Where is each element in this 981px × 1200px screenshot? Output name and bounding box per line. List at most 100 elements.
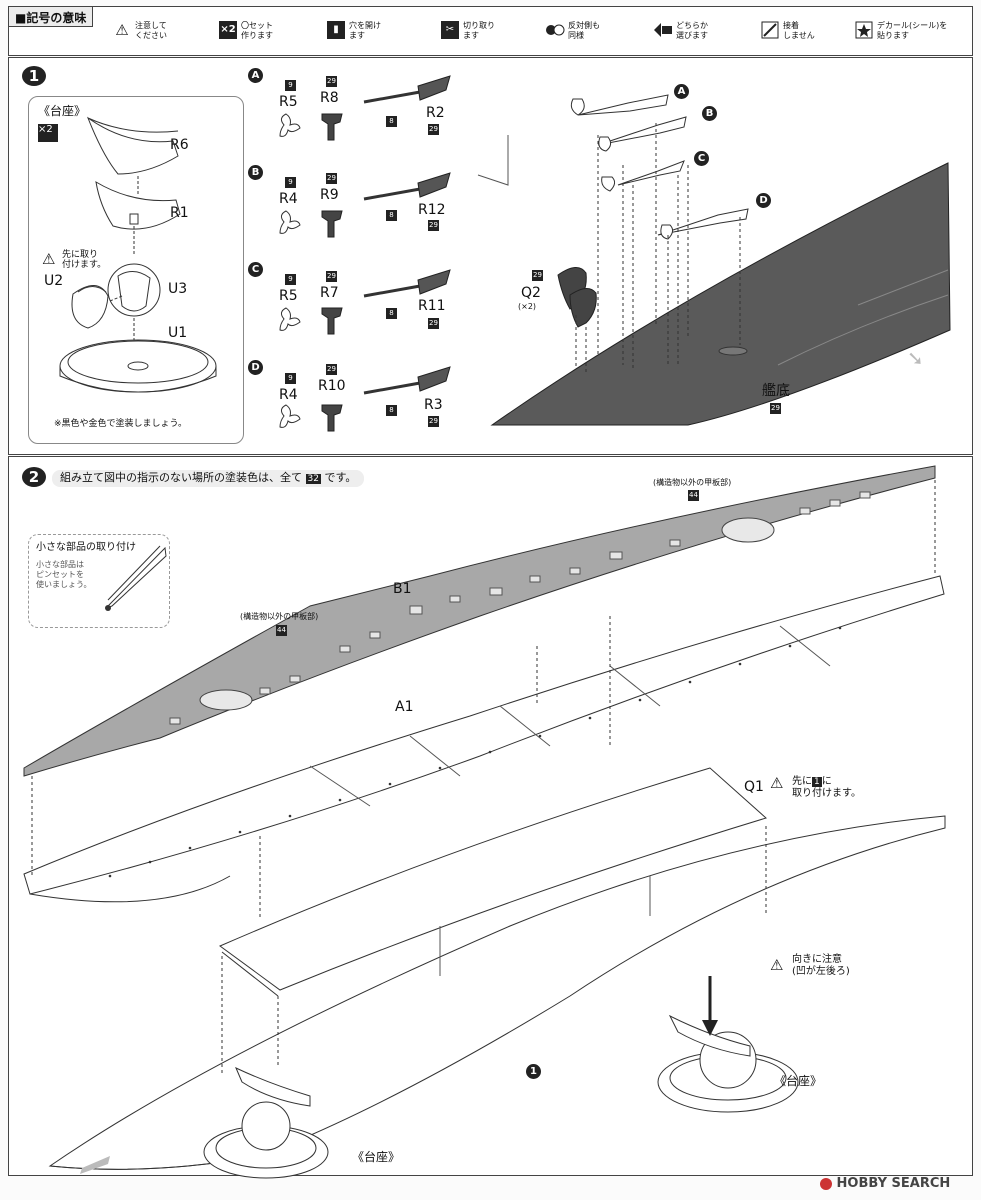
legend-item-warning: ⚠ 注意してください: [113, 21, 167, 41]
part-label-r10: R10: [318, 378, 346, 394]
small-parts-title: 小さな部品の取り付け: [36, 542, 136, 553]
color-chip: 29: [326, 364, 337, 375]
no-glue-icon: [761, 21, 779, 39]
part-label-a1: A1: [395, 699, 414, 715]
cut-icon: ✂: [441, 21, 459, 39]
color-chip: 44: [276, 625, 287, 636]
attach-first-note: 先に取り付けます。: [62, 250, 107, 270]
symbol-legend: ■記号の意味 ⚠ 注意してください ×2 〇セット作ります ▮ 穴を開けます ✂…: [8, 6, 973, 56]
color-chip: 9: [285, 80, 296, 91]
hull-bottom-drawing: [477, 94, 951, 426]
row-letter-a: A: [248, 68, 263, 83]
color-chip: 29: [326, 271, 337, 282]
color-chip: 9: [285, 177, 296, 188]
step-2-instruction: 組み立て図中の指示のない場所の塗装色は、全て 32 です。: [52, 470, 365, 487]
direction-arrow-icon: ➘: [907, 346, 924, 370]
part-label-q1: Q1: [744, 779, 764, 795]
color-chip: 29: [428, 416, 439, 427]
q2-count: (×2): [518, 302, 537, 311]
color-chip: 29: [428, 220, 439, 231]
hull-letter-a: A: [674, 84, 689, 99]
legend-item-no-glue: 接着しません: [761, 21, 815, 41]
x2-icon: ×2: [219, 21, 237, 39]
legend-title: ■記号の意味: [9, 7, 94, 27]
watermark: HOBBY SEARCH: [820, 1176, 950, 1191]
hull-letter-d: D: [756, 193, 771, 208]
reverse-side-icon: [546, 21, 565, 39]
color-chip: 44: [688, 490, 699, 501]
ship-assembly-drawing: [23, 465, 946, 1179]
warning-icon: ⚠: [42, 250, 56, 268]
part-label-r6: R6: [170, 137, 189, 153]
small-parts-tip-box: [28, 534, 170, 628]
color-chip: 29: [326, 76, 337, 87]
color-chip: 29: [532, 270, 543, 281]
legend-item-drill: ▮ 穴を開けます: [327, 21, 381, 41]
hull-letter-b: B: [702, 106, 717, 121]
legend-item-choose: どちらか選びます: [654, 21, 708, 41]
legend-item-decal: デカール(シール)を貼ります: [855, 21, 947, 41]
part-label-b1: B1: [393, 581, 412, 597]
color-chip: 8: [386, 308, 397, 319]
row-letter-b: B: [248, 165, 263, 180]
color-chip: 8: [386, 405, 397, 416]
part-label-r4: R4: [279, 387, 298, 403]
paint-note: ※黒色や金色で塗装しましょう。: [54, 419, 188, 429]
stand-parts-drawing: [59, 116, 217, 393]
small-parts-note: 小さな部品はピンセットを使いましょう。: [36, 560, 92, 589]
stand-label-left: 《台座》: [352, 1150, 401, 1164]
part-label-r12: R12: [418, 202, 446, 218]
part-label-r3: R3: [424, 397, 443, 413]
legend-item-reverse: 反対側も同様: [546, 21, 600, 41]
stand-title: 《台座》: [38, 104, 87, 118]
part-label-r2: R2: [426, 105, 445, 121]
part-label-r1: R1: [170, 205, 189, 221]
part-label-r9: R9: [320, 187, 339, 203]
step-ref-marker: 1: [526, 1064, 541, 1079]
row-letter-d: D: [248, 360, 263, 375]
step-1-number: 1: [22, 66, 46, 86]
part-label-r8: R8: [320, 90, 339, 106]
color-chip: 29: [770, 403, 781, 414]
drill-icon: ▮: [327, 21, 345, 39]
choose-icon: [654, 21, 672, 39]
step-2-number: 2: [22, 467, 46, 487]
color-chip: 29: [428, 318, 439, 329]
part-label-r4: R4: [279, 191, 298, 207]
x2-icon: ×2: [38, 124, 58, 142]
warning-icon: ⚠: [770, 774, 784, 792]
color-chip: 8: [386, 116, 397, 127]
part-label-u3: U3: [168, 281, 188, 297]
decal-icon: [855, 21, 873, 39]
part-label-u1: U1: [168, 325, 188, 341]
color-chip: 29: [326, 173, 337, 184]
color-chip: 8: [386, 210, 397, 221]
tweezers-icon: [105, 545, 167, 611]
part-label-u2: U2: [44, 273, 64, 289]
legend-item-cut: ✂ 切り取ります: [441, 21, 495, 41]
color-chip: 9: [285, 373, 296, 384]
color-chip: 32: [305, 474, 321, 484]
warning-icon: ⚠: [770, 956, 784, 974]
stand-label-right: 《台座》: [774, 1074, 823, 1088]
part-label-r11: R11: [418, 298, 446, 314]
hull-letter-c: C: [694, 151, 709, 166]
direction-note: 向きに注意(凹が左後ろ): [792, 954, 850, 977]
legend-item-x2: ×2 〇セット作ります: [219, 21, 273, 40]
deck-paint-note-top: (構造物以外の甲板部): [653, 478, 732, 487]
step-ref-chip: 1: [812, 777, 822, 787]
part-label-r5: R5: [279, 94, 298, 110]
color-chip: 29: [428, 124, 439, 135]
hobby-search-logo-icon: [820, 1177, 832, 1190]
row-letter-c: C: [248, 262, 263, 277]
hull-bottom-label: 艦底: [762, 383, 790, 399]
part-label-r7: R7: [320, 285, 339, 301]
propeller-parts-drawing: [278, 75, 452, 433]
part-label-r5: R5: [279, 288, 298, 304]
color-chip: 9: [285, 274, 296, 285]
part-label-q2: Q2: [521, 285, 541, 301]
warning-icon: ⚠: [115, 21, 129, 39]
deck-paint-note-left: (構造物以外の甲板部): [240, 612, 319, 621]
